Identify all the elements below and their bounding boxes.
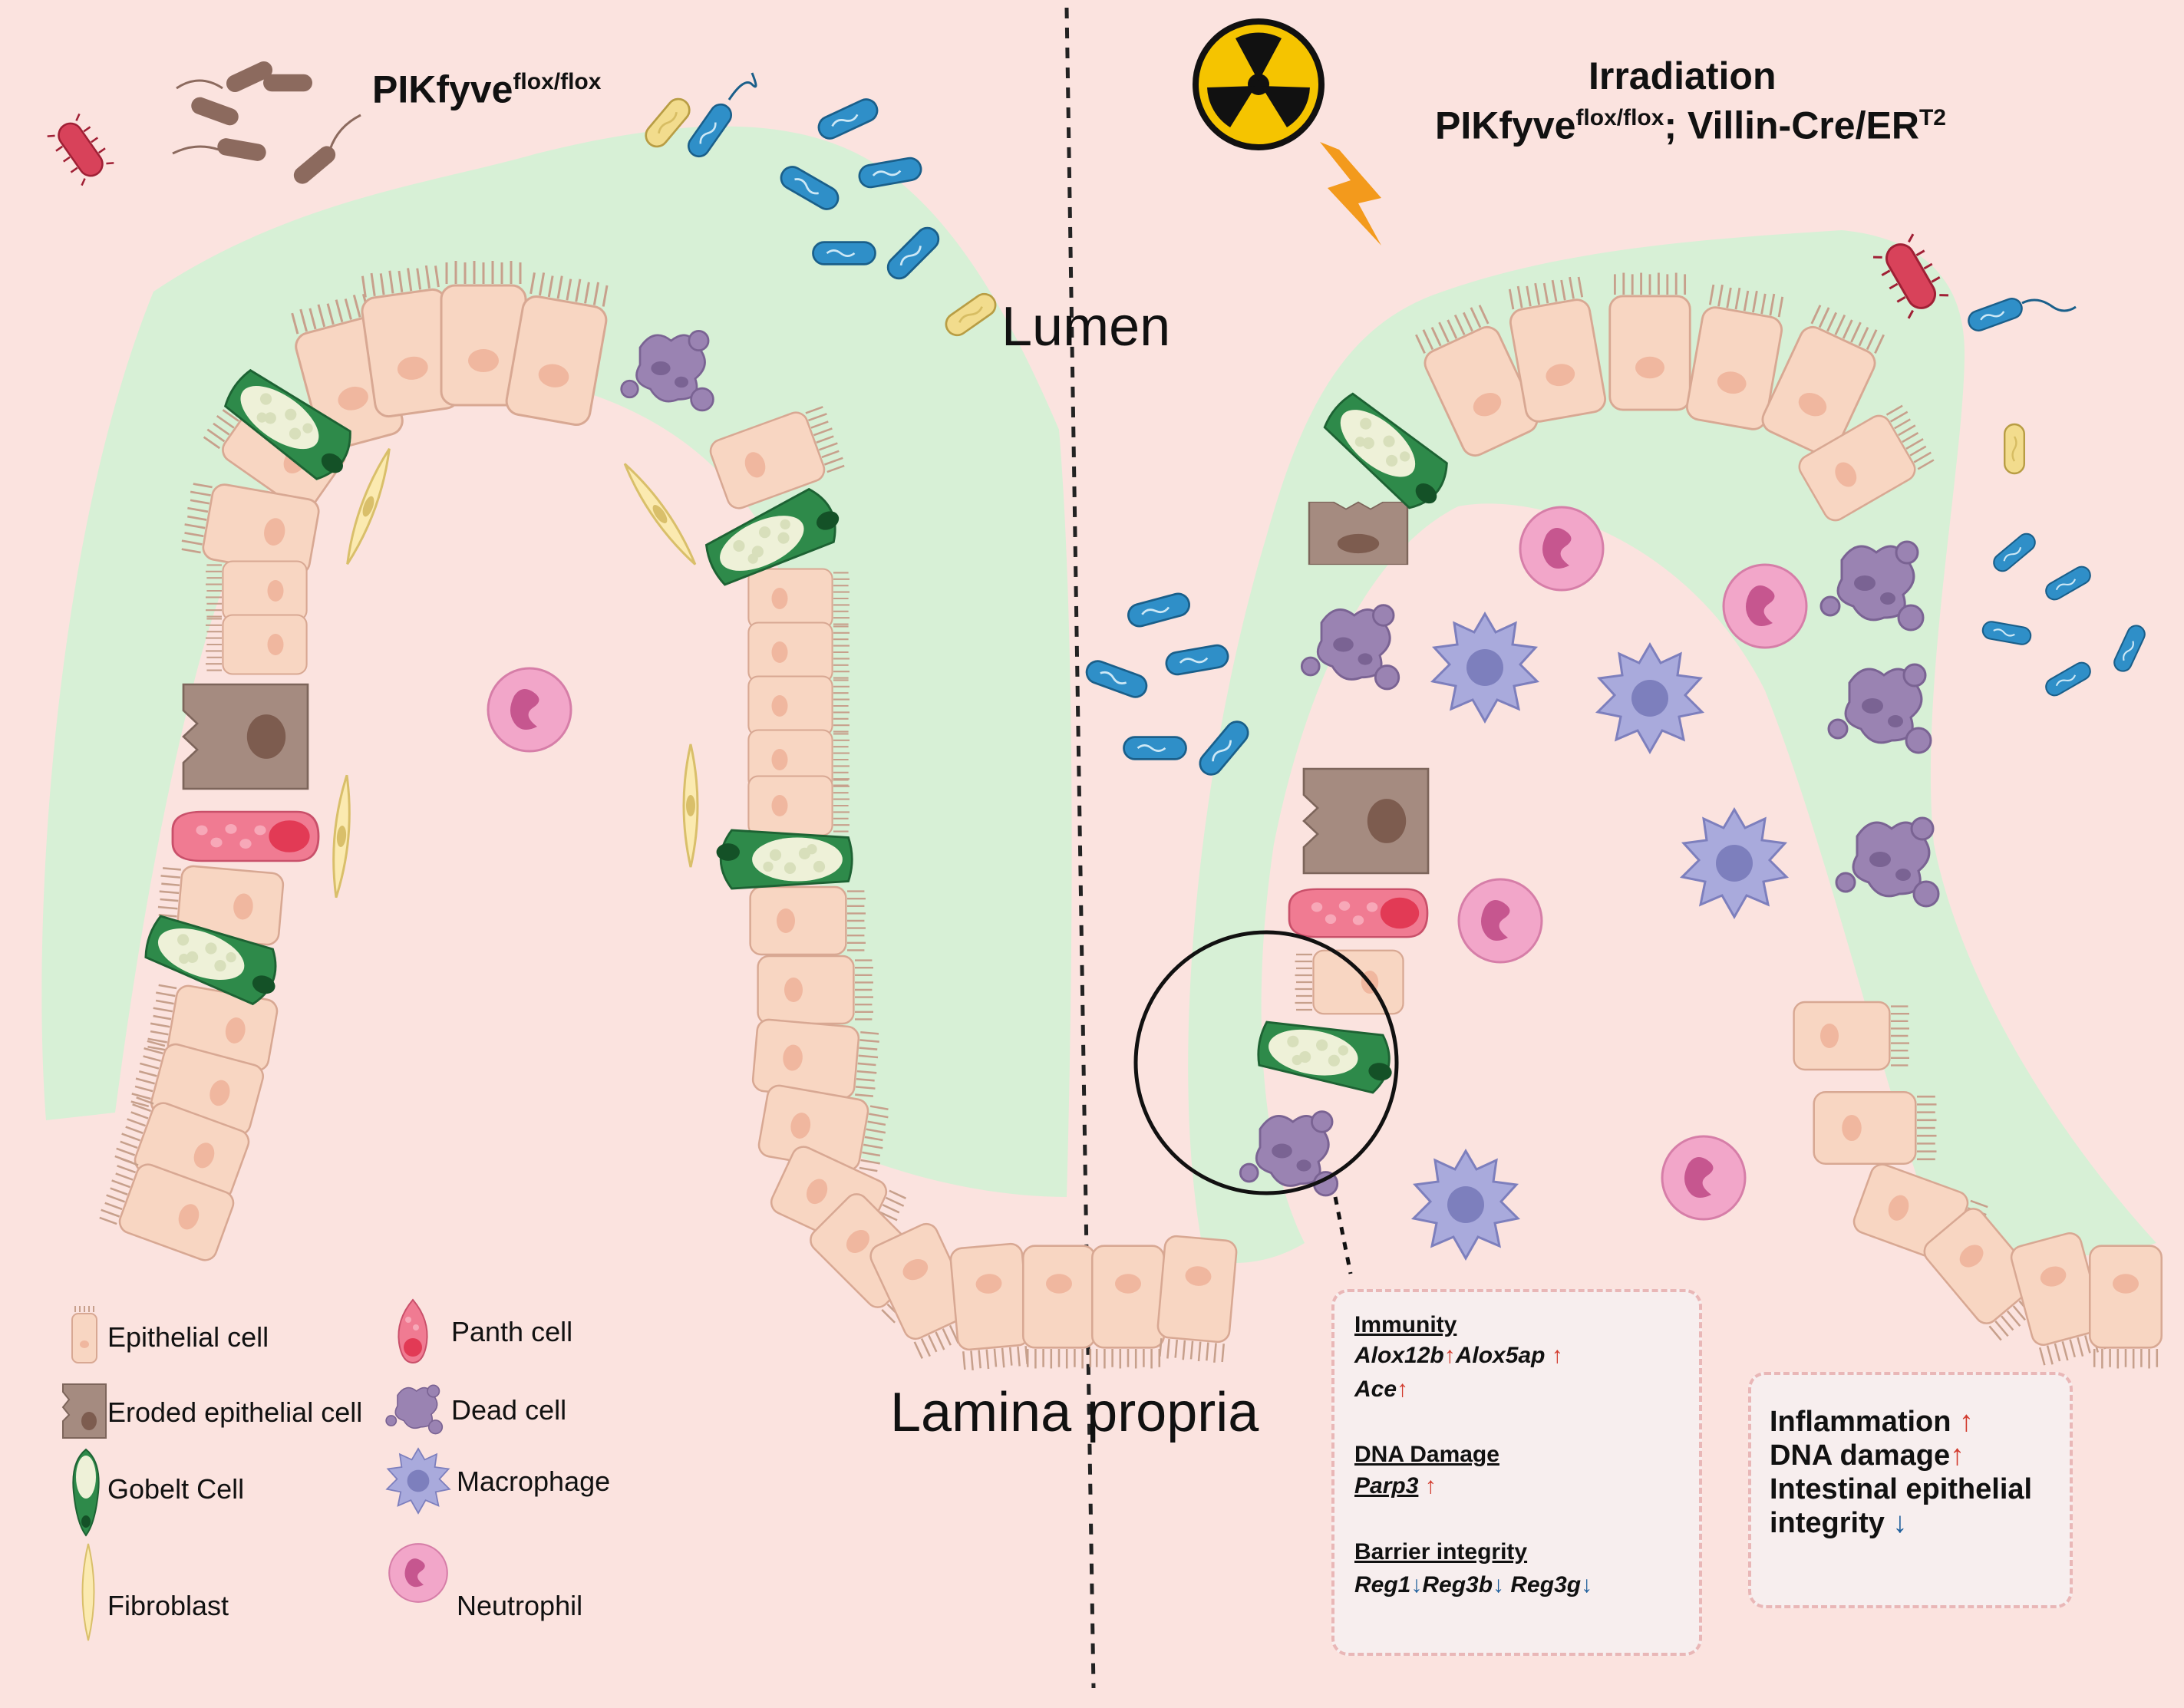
gene-ace: Ace bbox=[1354, 1377, 1397, 1402]
up-arrow-icon: ↑ bbox=[1545, 1343, 1563, 1368]
eroded-epithelial-cell bbox=[1302, 767, 1430, 875]
barrier-heading: Barrier integrity bbox=[1354, 1539, 1528, 1565]
legend-label-goblet: Gobelt Cell bbox=[107, 1473, 245, 1505]
lightning-icon bbox=[1320, 142, 1381, 246]
up-arrow-icon: ↑ bbox=[1951, 1406, 1975, 1438]
neutrophil bbox=[487, 667, 572, 753]
gene-alox12b: Alox12b bbox=[1354, 1343, 1444, 1368]
bacteria-right bbox=[1082, 232, 2149, 780]
legend-label-neutrophil: Neutrophil bbox=[457, 1590, 583, 1621]
immunity-genes-row2: Ace↑ bbox=[1354, 1377, 1408, 1403]
zoom-leader bbox=[1333, 1196, 1353, 1274]
goblet-cell-icon bbox=[72, 1448, 100, 1537]
neutrophil bbox=[1722, 563, 1808, 649]
goblet-cell bbox=[715, 829, 853, 890]
dna-damage-genes: Parp3 ↑ bbox=[1354, 1473, 1437, 1499]
neutrophil-icon bbox=[388, 1543, 448, 1603]
bacterium bbox=[263, 74, 312, 92]
neutrophil bbox=[1661, 1135, 1747, 1221]
summary-integrity-line2: integrity ↓ bbox=[1770, 1507, 1908, 1539]
immunity-genes-row1: Alox12b↑Alox5ap ↑ bbox=[1354, 1343, 1563, 1369]
paneth-cell bbox=[171, 810, 320, 862]
up-arrow-icon: ↑ bbox=[1950, 1439, 1965, 1472]
epithelial-cell-icon bbox=[71, 1306, 97, 1363]
up-arrow-icon: ↑ bbox=[1443, 1343, 1456, 1368]
up-arrow-icon: ↑ bbox=[1397, 1377, 1409, 1402]
radiation-icon bbox=[1193, 18, 1325, 150]
dead-cell-icon bbox=[385, 1384, 444, 1435]
right-genotype-main: PIKfyve bbox=[1435, 104, 1576, 147]
lumen-label: Lumen bbox=[1001, 296, 1171, 358]
legend-label-fibroblast: Fibroblast bbox=[107, 1590, 229, 1621]
lamina-propria-label: Lamina propria bbox=[890, 1382, 1259, 1443]
mucus-layer-left bbox=[41, 126, 1072, 1197]
paneth-cell-icon bbox=[398, 1298, 428, 1364]
down-arrow-icon: ↓ bbox=[1884, 1507, 1908, 1539]
gene-reg3b: Reg3b bbox=[1422, 1572, 1493, 1598]
eroded-epithelial-cell bbox=[1308, 501, 1409, 565]
left-genotype-sup: flox/flox bbox=[513, 69, 602, 94]
dna-damage-heading: DNA Damage bbox=[1354, 1442, 1499, 1467]
legend-label-epithelial: Epithelial cell bbox=[107, 1321, 269, 1353]
gene-reg1: Reg1 bbox=[1354, 1572, 1411, 1598]
neutrophil bbox=[1457, 878, 1543, 964]
right-genotype-rest: ; Villin-Cre/ER bbox=[1664, 104, 1919, 147]
summary-inflammation: Inflammation ↑ bbox=[1770, 1406, 1975, 1438]
summary-integrity-line1: Intestinal epithelial bbox=[1770, 1473, 2033, 1505]
summary-dna-damage: DNA damage↑ bbox=[1770, 1439, 1965, 1472]
right-genotype-label: PIKfyveflox/flox; Villin-Cre/ERT2 bbox=[1435, 96, 1946, 148]
paneth-cell bbox=[1288, 888, 1429, 938]
eroded-epithelial-cell bbox=[182, 683, 309, 790]
gene-reg3g: Reg3g bbox=[1510, 1572, 1582, 1598]
fibroblast-icon bbox=[81, 1543, 95, 1641]
neutrophil bbox=[1519, 506, 1605, 592]
bacterium bbox=[2003, 423, 2026, 475]
gene-parp3: Parp3 bbox=[1354, 1473, 1419, 1499]
up-arrow-icon: ↑ bbox=[1418, 1473, 1437, 1499]
right-genotype-sup: flox/flox bbox=[1575, 105, 1664, 130]
down-arrow-icon: ↓ bbox=[1493, 1572, 1505, 1598]
barrier-genes: Reg1↓Reg3b↓ Reg3g↓ bbox=[1354, 1572, 1592, 1598]
bacteria-left bbox=[45, 58, 1001, 341]
left-genotype-main: PIKfyve bbox=[372, 68, 513, 111]
legend-label-macrophage: Macrophage bbox=[457, 1466, 611, 1497]
summary-box: Inflammation ↑ DNA damage↑ Intestinal ep… bbox=[1748, 1372, 2073, 1608]
legend-label-paneth: Panth cell bbox=[451, 1316, 573, 1347]
macrophage-icon bbox=[385, 1447, 451, 1515]
gene-alox5ap: Alox5ap bbox=[1455, 1343, 1546, 1368]
down-arrow-icon: ↓ bbox=[1581, 1572, 1593, 1598]
eroded-epithelial-cell-icon bbox=[61, 1383, 107, 1439]
legend-label-eroded: Eroded epithelial cell bbox=[107, 1396, 363, 1428]
zoom-circle bbox=[1133, 930, 1399, 1195]
right-genotype-rest-sup: T2 bbox=[1918, 105, 1946, 130]
gene-expression-box: Immunity Alox12b↑Alox5ap ↑ Ace↑ DNA Dama… bbox=[1331, 1289, 1702, 1656]
down-arrow-icon: ↓ bbox=[1410, 1572, 1423, 1598]
bacterium bbox=[812, 241, 876, 265]
legend-label-dead: Dead cell bbox=[451, 1394, 567, 1426]
panel-divider bbox=[1064, 7, 1096, 1689]
immunity-heading: Immunity bbox=[1354, 1312, 1457, 1337]
right-title: Irradiation bbox=[1589, 54, 1777, 97]
left-genotype-label: PIKfyveflox/flox bbox=[372, 60, 601, 112]
